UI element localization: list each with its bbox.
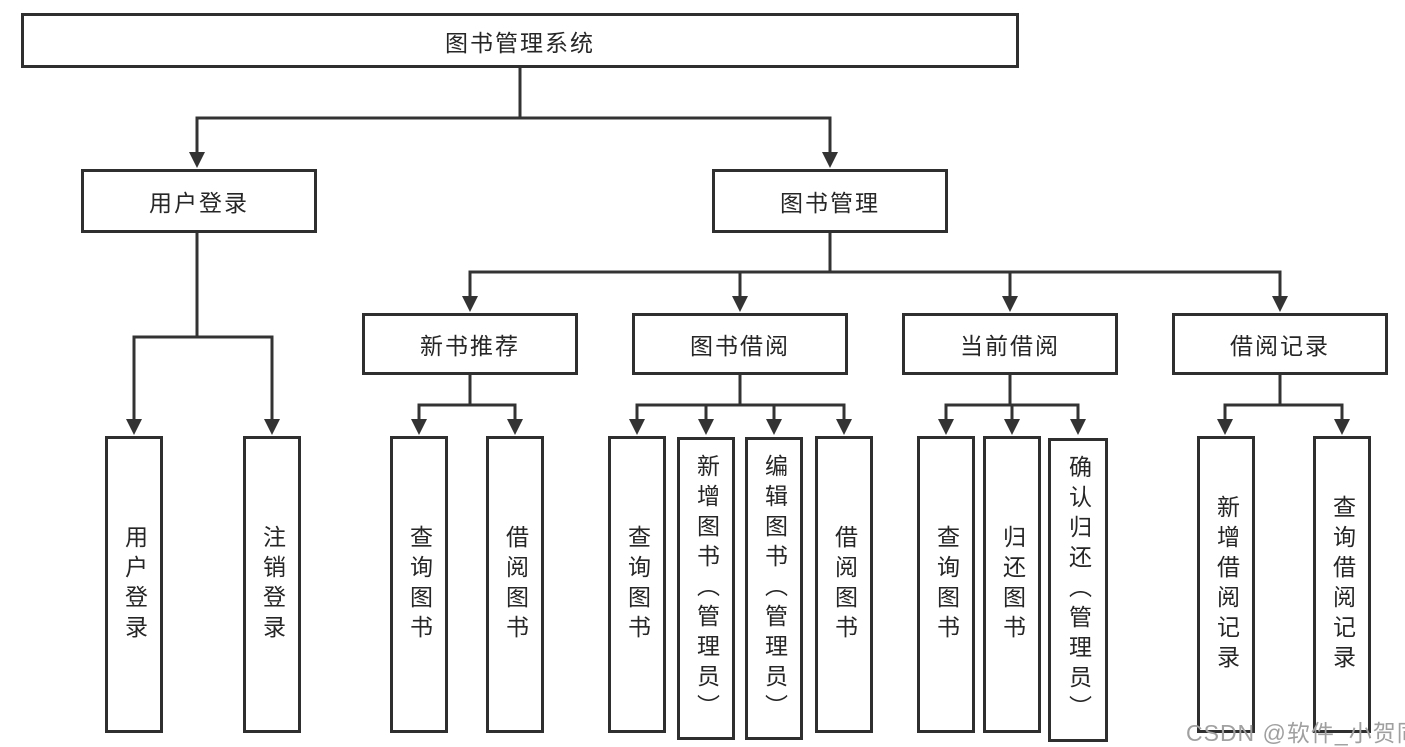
node-borrow-records: 借阅记录 [1172, 313, 1388, 375]
arrowhead-user-login [189, 152, 205, 168]
arrowhead-book-borrow [732, 296, 748, 312]
leaf-current-confirm-return-admin: 确认归还（管理员） [1048, 438, 1108, 742]
arrowhead-current-query [938, 419, 954, 435]
leaf-borrow-query-books: 查询图书 [608, 436, 666, 733]
leaf-records-query-record: 查询借阅记录 [1313, 436, 1371, 733]
arrowhead-leaf-logout [264, 419, 280, 435]
node-current-borrowing: 当前借阅 [902, 313, 1118, 375]
arrowhead-current-confirm [1070, 419, 1086, 435]
node-book-borrowing: 图书借阅 [632, 313, 848, 375]
arrowhead-borrow-borrow [836, 419, 852, 435]
arrowhead-records-query [1334, 419, 1350, 435]
connector-records-rail [1223, 403, 1344, 419]
leaf-records-add-record: 新增借阅记录 [1197, 436, 1255, 733]
node-new-book-recommend: 新书推荐 [362, 313, 578, 375]
arrowhead-borrow-records [1272, 296, 1288, 312]
node-user-login: 用户登录 [81, 169, 317, 233]
connector-level1-rail [195, 116, 832, 152]
leaf-current-query-books: 查询图书 [917, 436, 975, 733]
arrowhead-book-mgmt [822, 152, 838, 168]
arrowhead-newbook-borrow [507, 419, 523, 435]
connector-borrow-rail [635, 403, 846, 419]
arrowhead-borrow-edit [766, 419, 782, 435]
connector-level2-rail [468, 270, 1282, 296]
node-book-management: 图书管理 [712, 169, 948, 233]
arrowhead-records-add [1217, 419, 1233, 435]
arrowhead-newbook-query [411, 419, 427, 435]
connector-newbook-rail [417, 403, 517, 419]
arrowhead-leaf-user-login [126, 419, 142, 435]
leaf-borrow-edit-books-admin: 编辑图书（管理员） [745, 437, 803, 740]
arrowhead-borrow-query [629, 419, 645, 435]
leaf-newbook-borrow-books: 借阅图书 [486, 436, 544, 733]
arrowhead-borrow-add [698, 419, 714, 435]
connector-current-rail [944, 403, 1080, 419]
leaf-newbook-query-books: 查询图书 [390, 436, 448, 733]
connector-user-rail [132, 335, 274, 419]
csdn-watermark: CSDN @软件_小贺同学 [1186, 720, 1405, 746]
leaf-borrow-add-books-admin: 新增图书（管理员） [677, 437, 735, 740]
leaf-logout: 注销登录 [243, 436, 301, 733]
leaf-borrow-borrow-books: 借阅图书 [815, 436, 873, 733]
node-root: 图书管理系统 [21, 13, 1019, 68]
leaf-user-login: 用户登录 [105, 436, 163, 733]
leaf-current-return-books: 归还图书 [983, 436, 1041, 733]
arrowhead-new-book-rec [462, 296, 478, 312]
arrowhead-current-return [1004, 419, 1020, 435]
arrowhead-current-borrow [1002, 296, 1018, 312]
